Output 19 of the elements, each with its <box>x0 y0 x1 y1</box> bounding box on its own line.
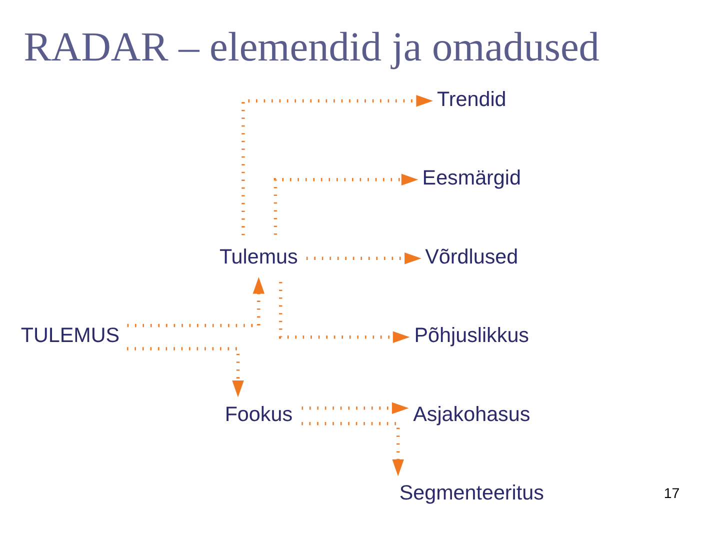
node-text: Tulemus <box>219 245 298 268</box>
diagram-title: RADAR – elemendid ja omadused <box>24 23 600 70</box>
node-text: Asjakohasus <box>413 402 530 426</box>
node-text: Segmenteeritus <box>399 482 544 505</box>
node-text: Eesmärgid <box>422 166 521 190</box>
label: 17 <box>664 486 680 502</box>
arrow <box>274 174 418 235</box>
node-text: Fookus <box>224 402 293 426</box>
arrow <box>242 95 434 236</box>
arrow <box>302 422 404 476</box>
arrow <box>127 347 244 398</box>
node-text: Põhjuslikkus <box>414 324 530 348</box>
node-text: Võrdlused <box>425 245 518 268</box>
node-text: TULEMUS <box>20 324 120 348</box>
arrow <box>127 276 265 328</box>
arrow <box>302 402 409 414</box>
node-text: Trendid <box>437 88 506 111</box>
arrow <box>279 282 410 343</box>
arrow <box>306 252 422 264</box>
